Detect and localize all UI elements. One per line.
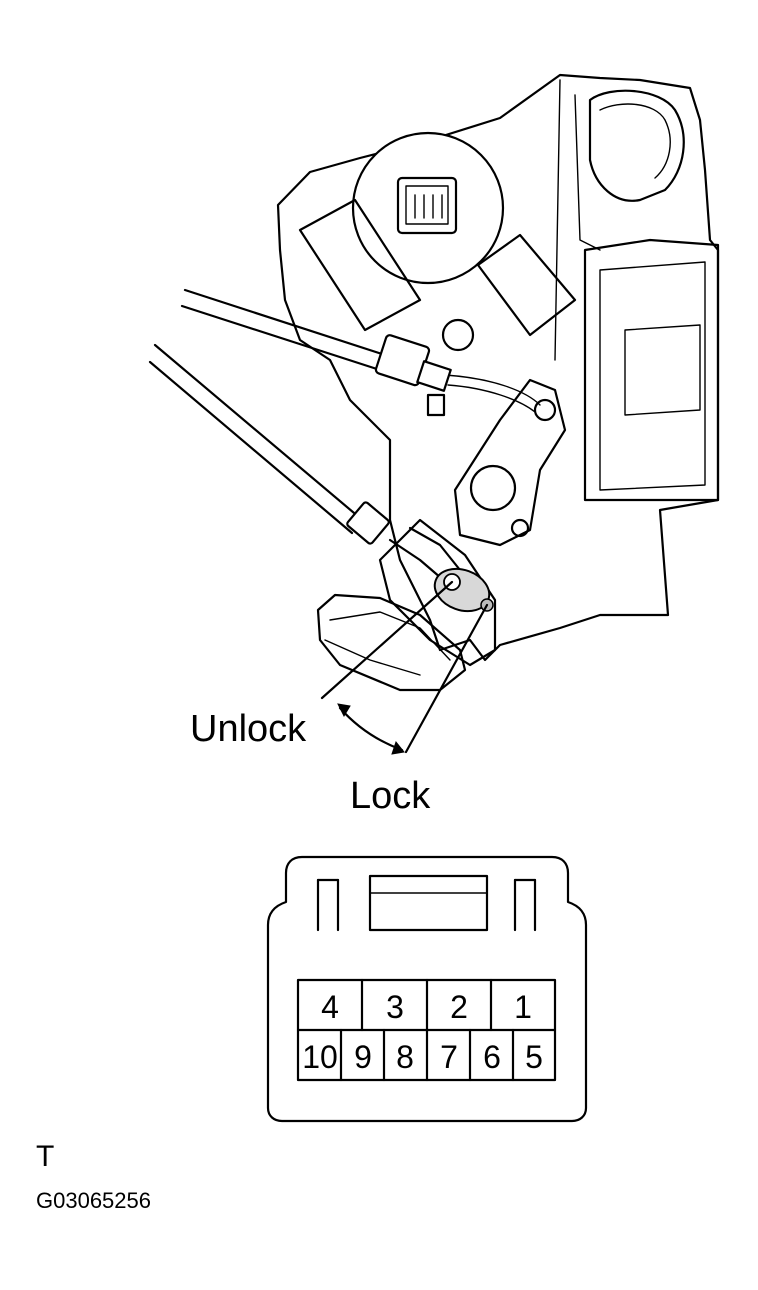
pin-3: 3 bbox=[386, 989, 404, 1025]
figure-code: G03065256 bbox=[36, 1188, 151, 1213]
pin-2: 2 bbox=[450, 989, 468, 1025]
connector-face bbox=[266, 855, 588, 1123]
view-code: T bbox=[36, 1140, 54, 1173]
pin-6: 6 bbox=[483, 1039, 501, 1075]
pin-9: 9 bbox=[354, 1039, 372, 1075]
pin-7: 7 bbox=[440, 1039, 458, 1075]
door-lock-assembly bbox=[148, 73, 720, 755]
lock-label: Lock bbox=[350, 775, 431, 817]
pin-1: 1 bbox=[514, 989, 532, 1025]
pin-5: 5 bbox=[525, 1039, 543, 1075]
pin-8: 8 bbox=[396, 1039, 414, 1075]
unlock-label: Unlock bbox=[190, 708, 307, 750]
pin-10: 10 bbox=[302, 1039, 338, 1075]
pin-4: 4 bbox=[321, 989, 339, 1025]
